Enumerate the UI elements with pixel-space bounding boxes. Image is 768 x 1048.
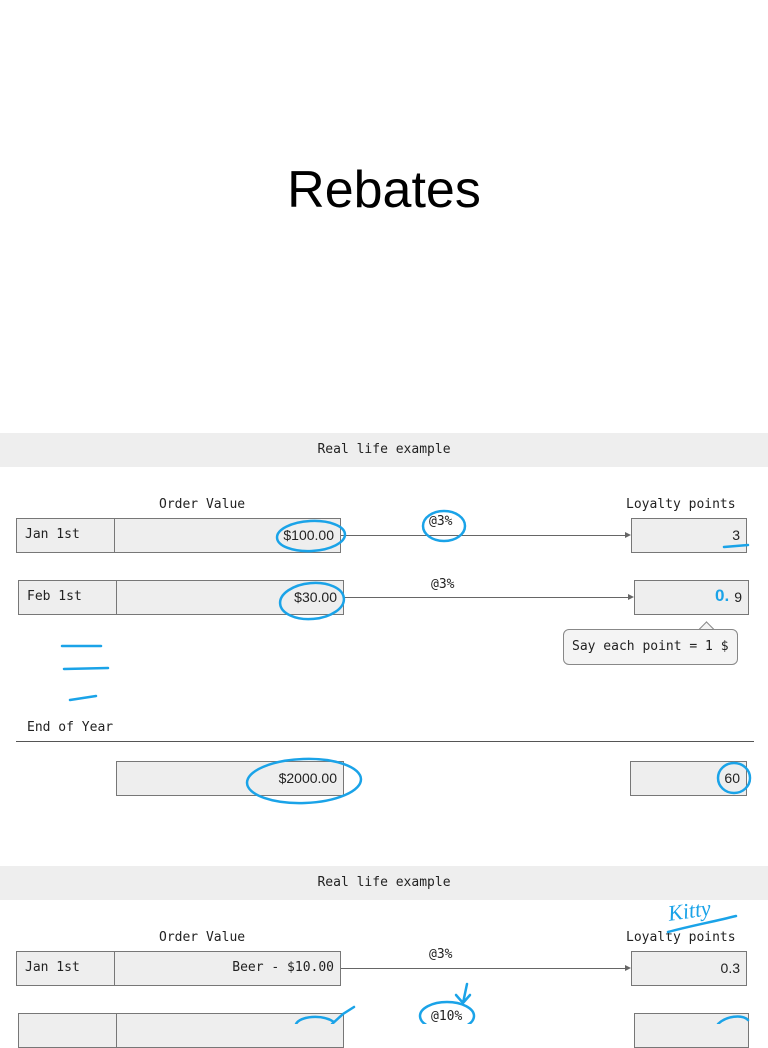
callout-note: Say each point = 1 $	[563, 629, 738, 665]
row1-arrow-line	[341, 535, 625, 536]
s2-row1-arrow-line	[341, 968, 625, 969]
row1-points: 3	[631, 518, 747, 553]
down-arrow-icon	[454, 982, 472, 1005]
end-points: 60	[630, 761, 747, 796]
row2-amount: $30.00	[116, 580, 344, 615]
end-of-year-label: End of Year	[27, 720, 114, 735]
s2-row2-points	[634, 1013, 749, 1048]
s2-row2-rate: @10%	[431, 1009, 463, 1024]
order-value-header-2: Order Value	[159, 930, 246, 945]
s2-row1-date: Jan 1st	[16, 951, 115, 986]
row2-points-annotation: 0.	[715, 586, 730, 605]
s2-row2-date	[18, 1013, 117, 1048]
row2-points: 9	[634, 580, 749, 615]
s2-row2-amount	[116, 1013, 344, 1048]
row2-arrow-line	[344, 597, 628, 598]
row1-amount: $100.00	[114, 518, 341, 553]
row1-arrowhead	[625, 532, 631, 538]
row1-date: Jan 1st	[16, 518, 115, 553]
row2-arrowhead	[628, 594, 634, 600]
s2-row1-arrowhead	[625, 965, 631, 971]
tally-mark-3-icon	[68, 694, 98, 702]
section2-banner: Real life example	[0, 866, 768, 900]
handwritten-kitty-note: Kitty	[666, 895, 713, 926]
s2-row1-rate: @3%	[429, 947, 453, 962]
row2-rate: @3%	[431, 577, 455, 592]
end-of-year-divider	[16, 741, 754, 742]
s2-row1-points: 0.3	[631, 951, 747, 986]
section1-banner: Real life example	[0, 433, 768, 467]
loyalty-points-header: Loyalty points	[626, 497, 736, 512]
end-amount: $2000.00	[116, 761, 344, 796]
s2-row1-amount: Beer - $10.00	[114, 951, 341, 986]
order-value-header: Order Value	[159, 497, 246, 512]
tally-mark-2-icon	[62, 666, 110, 671]
row2-date: Feb 1st	[18, 580, 117, 615]
loyalty-points-header-2: Loyalty points	[626, 930, 736, 945]
row1-rate: @3%	[429, 514, 453, 529]
page-title: Rebates	[287, 161, 481, 219]
